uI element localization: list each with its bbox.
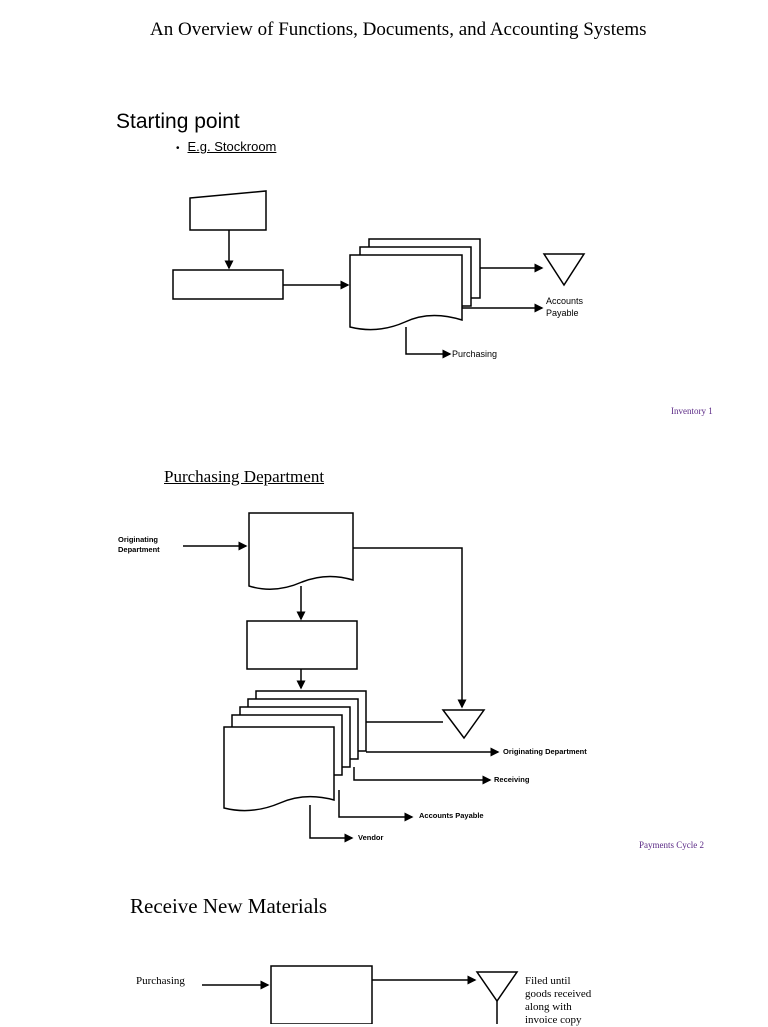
label-vendor: Vendor bbox=[358, 833, 384, 842]
document-shape bbox=[349, 254, 463, 331]
connector-line bbox=[309, 805, 354, 843]
file-triangle-shape bbox=[441, 709, 486, 740]
process-box bbox=[172, 269, 284, 300]
connector-line bbox=[353, 547, 467, 709]
bullet-link-stockroom[interactable]: E.g. Stockroom bbox=[187, 139, 277, 154]
label-filed-note: Filed until goods received along with in… bbox=[525, 975, 592, 1026]
document-shape bbox=[248, 512, 354, 590]
diagram-starting-point bbox=[172, 190, 586, 359]
page-title: An Overview of Functions, Documents, and… bbox=[150, 19, 647, 40]
diagram-purchasing-department bbox=[183, 512, 500, 843]
document-shape bbox=[270, 965, 373, 1024]
section-heading-starting-point: Starting point bbox=[116, 110, 240, 133]
connector-line bbox=[338, 790, 414, 822]
connector-line bbox=[353, 767, 492, 785]
label-purchasing: Purchasing bbox=[452, 349, 498, 359]
label-originating-department-input: Originating Department bbox=[118, 535, 160, 554]
document-shape bbox=[223, 726, 335, 812]
connector-line bbox=[405, 327, 452, 359]
slide-footer-inventory: Inventory 1 bbox=[671, 406, 713, 416]
bullet-marker: • bbox=[176, 143, 180, 154]
label-accounts-payable: Accounts Payable bbox=[419, 811, 484, 820]
process-box bbox=[246, 620, 358, 670]
label-originating-department-output: Originating Department bbox=[503, 747, 587, 756]
label-receiving: Receiving bbox=[494, 775, 530, 784]
section-heading-receive-new-materials: Receive New Materials bbox=[130, 894, 328, 918]
diagram-receive-new-materials bbox=[202, 965, 519, 1024]
bullet-item: • E.g. Stockroom bbox=[176, 139, 276, 154]
section-heading-purchasing-department: Purchasing Department bbox=[164, 467, 325, 486]
label-accounts-payable: Accounts Payable bbox=[546, 296, 584, 318]
file-triangle-shape bbox=[542, 253, 586, 287]
slide-footer-payments-cycle: Payments Cycle 2 bbox=[639, 840, 704, 850]
manual-input-shape bbox=[189, 190, 267, 231]
file-triangle-shape bbox=[475, 971, 519, 1003]
label-purchasing: Purchasing bbox=[136, 975, 185, 987]
